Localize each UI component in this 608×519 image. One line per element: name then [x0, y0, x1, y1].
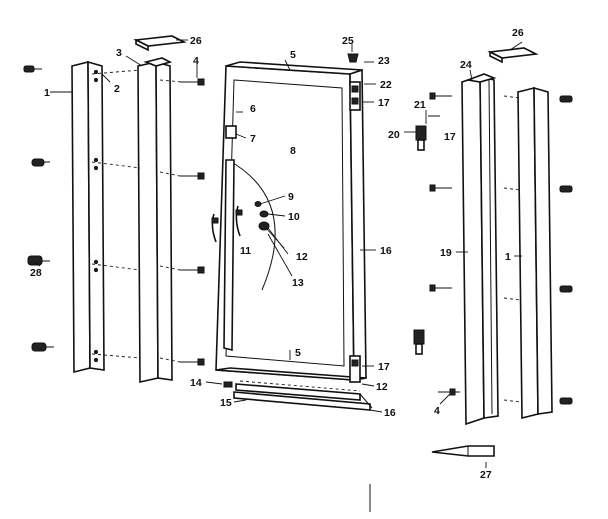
callout-10: 10 [288, 211, 300, 223]
callout-16-bottom: 16 [384, 407, 396, 419]
callout-1-left: 1 [44, 87, 50, 99]
anchor-icon [27, 255, 50, 266]
screw-icon [223, 381, 233, 388]
callout-26-left: 26 [190, 35, 202, 47]
anchor-icon [559, 397, 573, 405]
callout-4-left: 4 [193, 55, 199, 67]
callout-2: 2 [114, 83, 120, 95]
leader-lines [33, 39, 523, 468]
callout-12-handle: 12 [296, 251, 308, 263]
callout-20: 20 [388, 129, 400, 141]
callout-28: 28 [30, 267, 42, 279]
anchor-icon [559, 95, 573, 103]
right-wall-jamb [517, 86, 553, 420]
callout-7: 7 [250, 133, 256, 145]
callout-27: 27 [480, 469, 492, 481]
callout-19: 19 [440, 247, 452, 259]
screws-right [429, 92, 573, 405]
callout-17-top: 17 [378, 97, 390, 109]
callout-labels: 1 2 3 26 4 28 5 5 6 7 8 9 10 11 12 13 14… [30, 27, 524, 481]
callout-25: 25 [342, 35, 354, 47]
screw-icon [429, 92, 452, 100]
screw-icon [429, 184, 452, 192]
callout-3: 3 [116, 47, 122, 59]
top-cap-right [487, 47, 539, 64]
anchor-icon [31, 158, 50, 167]
anchor-icon [31, 342, 54, 352]
callout-5-top: 5 [290, 49, 296, 61]
screw-icon [180, 266, 205, 274]
callout-9: 9 [288, 191, 294, 203]
screw-icon [180, 172, 205, 180]
callout-6: 6 [250, 103, 256, 115]
callout-14: 14 [190, 377, 202, 389]
callout-8: 8 [290, 145, 296, 157]
callout-17-right: 17 [444, 131, 456, 143]
callout-21: 21 [414, 99, 426, 111]
callout-15: 15 [220, 397, 232, 409]
callout-17-bottom: 17 [378, 361, 390, 373]
callout-26-right: 26 [512, 27, 524, 39]
left-strike-jamb [137, 57, 173, 383]
callout-11: 11 [240, 245, 251, 257]
callout-13: 13 [292, 277, 304, 289]
left-wall-screws [23, 65, 54, 352]
jamb-holes [93, 69, 99, 363]
callout-23: 23 [378, 55, 390, 67]
pivot-pin-icon [347, 53, 359, 63]
callout-12-bottom: 12 [376, 381, 388, 393]
screw-icon [429, 284, 452, 292]
screw-icon [180, 358, 205, 366]
alignment-lines-left [91, 69, 183, 363]
screw-icon [438, 388, 460, 396]
callout-22: 22 [380, 79, 392, 91]
callout-1-right: 1 [505, 251, 511, 263]
left-wall-jamb [71, 60, 105, 374]
anchor-icon [559, 185, 573, 193]
right-hinge-hardware [413, 115, 440, 355]
screw-icon [23, 65, 42, 73]
callout-5-bottom: 5 [295, 347, 301, 359]
callout-16-side: 16 [380, 245, 392, 257]
door-latch-block [225, 125, 237, 139]
top-cap-left [133, 35, 187, 52]
screw-icon [180, 78, 205, 86]
screws-left-jamb [180, 78, 205, 366]
callout-4-right: 4 [434, 405, 440, 417]
anchor-icon [559, 285, 573, 293]
bottom-sweep [223, 380, 373, 411]
callout-24: 24 [460, 59, 472, 71]
door-panel [215, 61, 367, 381]
caulk-tube-icon [431, 445, 495, 457]
right-hinge-jamb [461, 73, 499, 426]
door-hinge-hardware [347, 53, 361, 383]
